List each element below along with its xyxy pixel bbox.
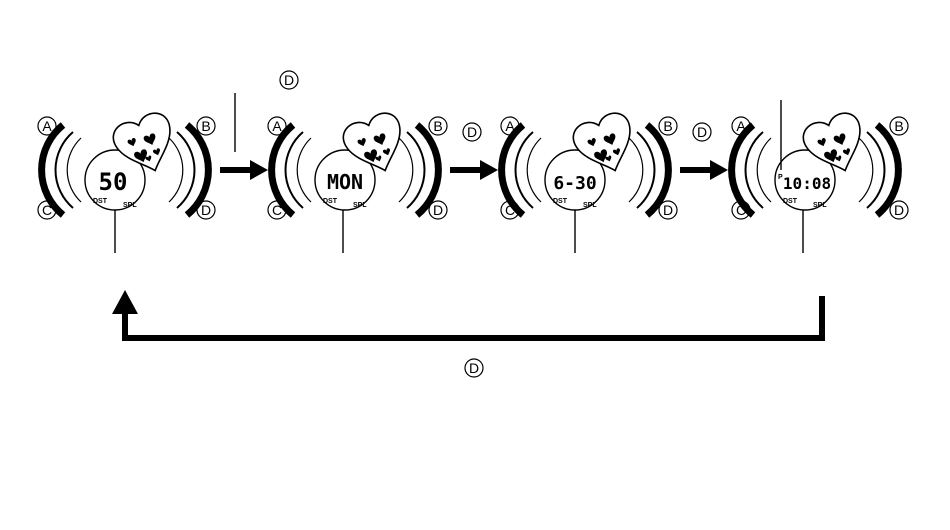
svg-text:D: D <box>894 202 904 218</box>
button-d: D <box>659 201 677 219</box>
button-b: B <box>429 117 447 135</box>
svg-text:D: D <box>284 72 294 88</box>
button-a: A <box>501 117 519 135</box>
lcd-display: MON <box>327 170 363 194</box>
right-arrow-icon <box>450 160 498 180</box>
svg-text:D: D <box>467 124 477 140</box>
spl-label: SPL <box>813 202 827 209</box>
watch-4: 10:08 P DST SPL A B C D <box>732 100 908 253</box>
top-press-label: D <box>280 71 298 89</box>
dst-label: DST <box>323 198 338 205</box>
svg-text:B: B <box>201 118 210 134</box>
dst-label: DST <box>93 198 108 205</box>
pm-indicator: P <box>778 174 783 181</box>
svg-text:A: A <box>736 118 746 134</box>
button-d: D <box>429 201 447 219</box>
svg-text:B: B <box>663 118 672 134</box>
watch-3: 6-30 DST SPL A B C D <box>501 109 677 253</box>
svg-text:D: D <box>469 360 479 376</box>
svg-text:D: D <box>201 202 211 218</box>
watch-1: 50 DST SPL A B C D <box>38 109 215 253</box>
svg-text:B: B <box>894 118 903 134</box>
dst-label: DST <box>553 198 568 205</box>
svg-text:C: C <box>42 202 52 218</box>
button-b: B <box>659 117 677 135</box>
svg-text:A: A <box>505 118 515 134</box>
svg-text:D: D <box>663 202 673 218</box>
button-b: B <box>197 117 215 135</box>
button-a: A <box>268 117 286 135</box>
lcd-display: 10:08 <box>783 174 831 193</box>
svg-text:B: B <box>433 118 442 134</box>
button-d: D <box>890 201 908 219</box>
button-b: B <box>890 117 908 135</box>
svg-text:C: C <box>272 202 282 218</box>
button-d: D <box>197 201 215 219</box>
svg-text:C: C <box>505 202 515 218</box>
svg-text:D: D <box>433 202 443 218</box>
dst-label: DST <box>783 198 798 205</box>
lcd-display: 6-30 <box>553 173 596 194</box>
svg-text:A: A <box>42 118 52 134</box>
spl-label: SPL <box>123 202 137 209</box>
button-a: A <box>38 117 56 135</box>
return-arrow-icon <box>112 290 822 338</box>
right-arrow-icon <box>680 160 728 180</box>
arrow-3-press-label: D <box>693 123 711 141</box>
bottom-press-label: D <box>465 359 483 377</box>
right-arrow-icon <box>220 160 268 180</box>
svg-text:D: D <box>697 124 707 140</box>
spl-label: SPL <box>353 202 367 209</box>
spl-label: SPL <box>583 202 597 209</box>
svg-text:A: A <box>272 118 282 134</box>
lcd-display: 50 <box>99 168 128 196</box>
arrow-2-press-label: D <box>463 123 481 141</box>
watch-2: MON DST SPL A B C D <box>268 109 447 253</box>
svg-text:C: C <box>736 202 746 218</box>
